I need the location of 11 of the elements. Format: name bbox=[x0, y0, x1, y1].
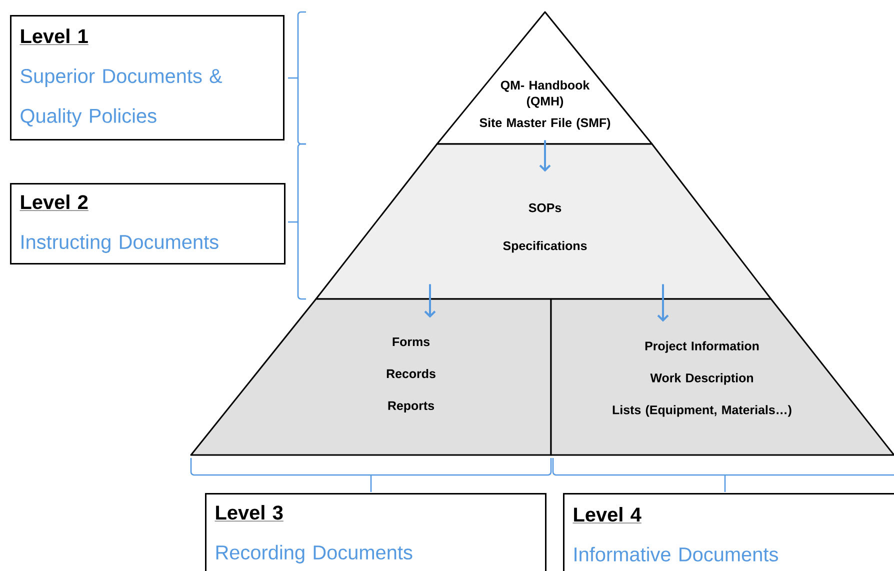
arrow bbox=[424, 284, 436, 318]
arrow bbox=[539, 140, 551, 172]
level-box: Level 4 Informative Documents bbox=[563, 493, 894, 571]
pyramid-tier: Forms Records Reports bbox=[190, 298, 552, 456]
level-box: Level 3 Recording Documents bbox=[205, 493, 546, 571]
pyramid-tier: SOPs Specifications bbox=[315, 143, 772, 300]
pyramid-tier: Project Information Work Description Lists (Equipment, Materials…) bbox=[550, 298, 894, 456]
pyramid-tier: QM- Handbook (QMH) Site Master File (SMF) bbox=[436, 11, 653, 145]
arrow bbox=[657, 284, 669, 322]
level-box: Level 2 Instructing Documents bbox=[10, 183, 286, 264]
level-box: Level 1 Superior Documents & Quality Policies bbox=[10, 15, 284, 140]
